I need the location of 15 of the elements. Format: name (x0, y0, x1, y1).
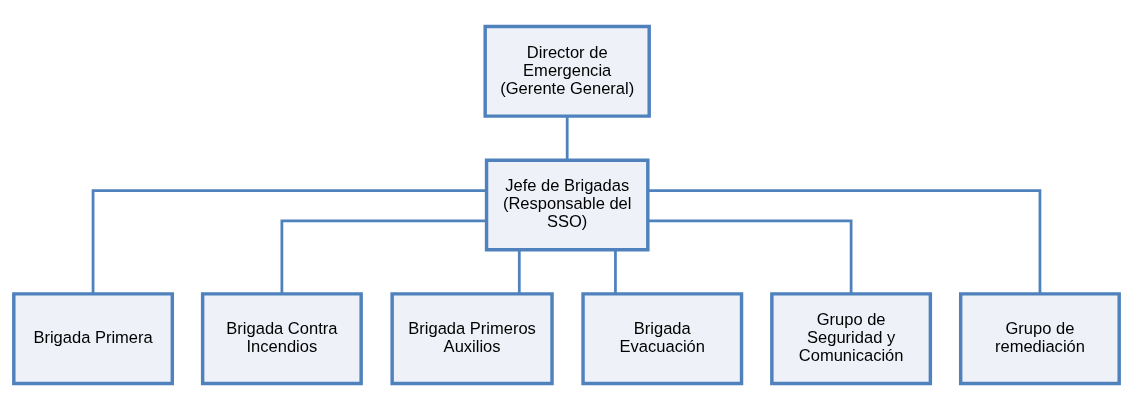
node-box: Brigada Primeros Auxilios (390, 292, 554, 386)
connector (280, 219, 487, 294)
node-box: Grupo de Seguridad y Comunicación (770, 292, 933, 386)
node-box: Brigada Evacuación (581, 292, 744, 386)
connector (647, 189, 1042, 294)
node-box: Jefe de Brigadas (Responsable del SSO) (484, 158, 650, 252)
connector (648, 219, 853, 294)
node-box: Grupo de remediación (958, 292, 1121, 386)
node-box: Director de Emergencia (Gerente General) (483, 24, 651, 118)
node-box: Brigada Contra Incendios (200, 292, 363, 386)
connector (517, 249, 521, 294)
connector (91, 189, 487, 294)
node-box: Brigada Primera (12, 292, 175, 386)
connector (614, 249, 617, 294)
connector (565, 116, 569, 160)
